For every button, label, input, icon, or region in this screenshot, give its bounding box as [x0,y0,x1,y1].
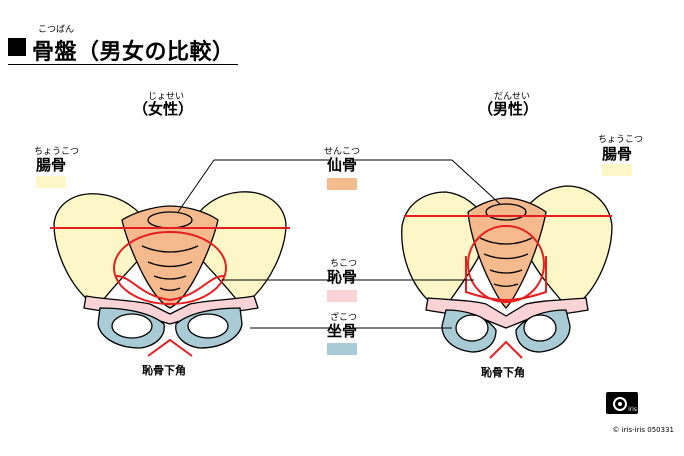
male-obturator-right [523,314,557,342]
female-guides [50,227,290,357]
ilium-left-label: 腸骨 [36,156,67,174]
female-obturator-left [111,313,153,339]
pubis-ruby: ちこつ [330,259,358,269]
female-sacrum [121,205,219,309]
male-ilium-left [401,191,487,307]
female-pelvis [53,191,287,349]
female-heading: （女性） [133,100,194,118]
male-guides [404,215,612,359]
title-ruby: こつばん [38,25,75,35]
leader-lines [177,159,501,329]
ilium-right-label: 腸骨 [602,145,633,163]
male-sacrum [467,197,547,309]
logo-text: iris [628,406,637,413]
title-underline [8,64,238,65]
title-marker [8,38,26,56]
pubis-swatch [327,290,357,302]
ilium-left-swatch [36,176,66,188]
male-ruby: だんせい [494,92,531,102]
sacrum-ruby: せんこつ [324,147,361,157]
iris-logo: iris [606,392,638,414]
pubis-label: 恥骨 [327,268,358,286]
female-obturator-right [187,313,229,339]
page-title: 骨盤（男女の比較） [32,40,235,65]
ilium-left-ruby: ちょうこつ [34,147,80,157]
male-pelvis [401,185,613,353]
sacrum-swatch [327,178,357,190]
ilium-right-swatch [602,164,632,176]
ischium-ruby: ざこつ [330,313,358,323]
ilium-right-ruby: ちょうこつ [598,135,644,145]
male-obturator-left [455,314,489,342]
female-subpubic-angle-label: 恥骨下角 [142,364,186,377]
ischium-label: 坐骨 [327,322,358,340]
female-ruby: じょせい [148,92,185,102]
copyright-text: © iris-iris 050331 [612,426,674,434]
male-heading: （男性） [478,100,539,118]
sacrum-label: 仙骨 [327,156,358,174]
male-subpubic-angle-label: 恥骨下角 [481,366,525,379]
ischium-swatch [327,343,357,355]
